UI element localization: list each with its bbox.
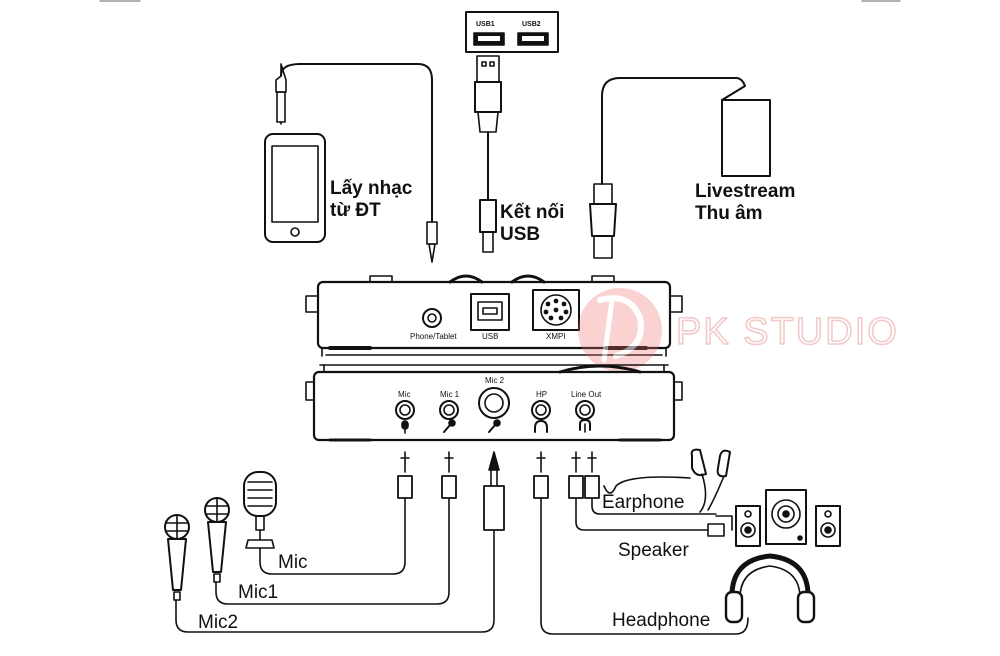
- handheld-mic2-icon: [164, 514, 190, 601]
- usb-connect-label-line1: Kết nối: [500, 202, 564, 223]
- xmpi-port: [532, 289, 580, 331]
- subwoofer-icon: [765, 489, 807, 545]
- lineout-port-label: Line Out: [571, 390, 602, 399]
- mic1-jack: [439, 400, 459, 420]
- usb1-label: USB1: [476, 21, 495, 28]
- phone-aux-cable: [275, 63, 438, 263]
- speaker-right-icon: [815, 505, 841, 547]
- mic2-jack: [478, 387, 510, 419]
- usb-port-label: USB: [482, 332, 498, 341]
- mic2-port-label: Mic 2: [485, 376, 505, 385]
- mic-label: Mic: [278, 552, 308, 573]
- usb-cable: [474, 55, 502, 253]
- earphone-label: Earphone: [602, 492, 684, 513]
- handheld-mic-symbol-icon: [443, 419, 456, 433]
- livestream-cable: [589, 77, 746, 259]
- lineout-cables: [568, 451, 733, 537]
- usb2-label: USB2: [522, 21, 541, 28]
- mic2-label: Mic2: [198, 612, 238, 633]
- watermark-text: PK STUDIO: [676, 311, 899, 353]
- livestream-label-line1: Livestream: [695, 181, 795, 202]
- smartphone-icon: [264, 133, 326, 243]
- lineout-symbol-icon: [579, 419, 591, 433]
- phone-music-label-line1: Lấy nhạc: [330, 178, 413, 199]
- speaker-left-icon: [735, 505, 761, 547]
- headphone-symbol-icon: [534, 420, 548, 433]
- livestream-device-icon: [721, 99, 771, 177]
- mic-jack: [395, 400, 415, 420]
- headphones-icon: [724, 553, 816, 624]
- pk-studio-watermark: PK STUDIO: [578, 288, 899, 372]
- mic2-symbol-icon: [488, 419, 501, 433]
- mic-cable: [259, 451, 413, 575]
- hp-port-label: HP: [536, 390, 547, 399]
- mic-symbol-icon: [401, 420, 409, 434]
- mic1-label: Mic1: [238, 582, 278, 603]
- studio-mic-icon: [243, 471, 277, 549]
- handheld-mic1-icon: [204, 497, 230, 583]
- device-front-panel: Mic Mic 1 Mic 2 HP: [305, 364, 683, 442]
- earphone-icon: [603, 448, 731, 513]
- livestream-label-line2: Thu âm: [695, 203, 763, 224]
- xmpi-port-label: XMPI: [546, 332, 566, 341]
- phone-tablet-jack: [422, 308, 442, 328]
- headphone-cable: [533, 451, 749, 635]
- mic2-cable: [175, 451, 505, 633]
- phone-tablet-port-label: Phone/Tablet: [410, 332, 457, 341]
- headphone-label: Headphone: [612, 610, 710, 631]
- computer-usb-panel: USB1 USB2: [465, 11, 559, 53]
- hp-jack: [531, 400, 551, 420]
- mic1-cable: [215, 451, 457, 605]
- mic1-port-label: Mic 1: [440, 390, 460, 399]
- usb-b-port: [470, 293, 510, 331]
- speaker-label: Speaker: [618, 540, 689, 561]
- lineout-jack: [575, 400, 595, 420]
- mic-port-label: Mic: [398, 390, 410, 399]
- usb-connect-label-line2: USB: [500, 224, 540, 245]
- phone-music-label-line2: từ ĐT: [330, 200, 381, 221]
